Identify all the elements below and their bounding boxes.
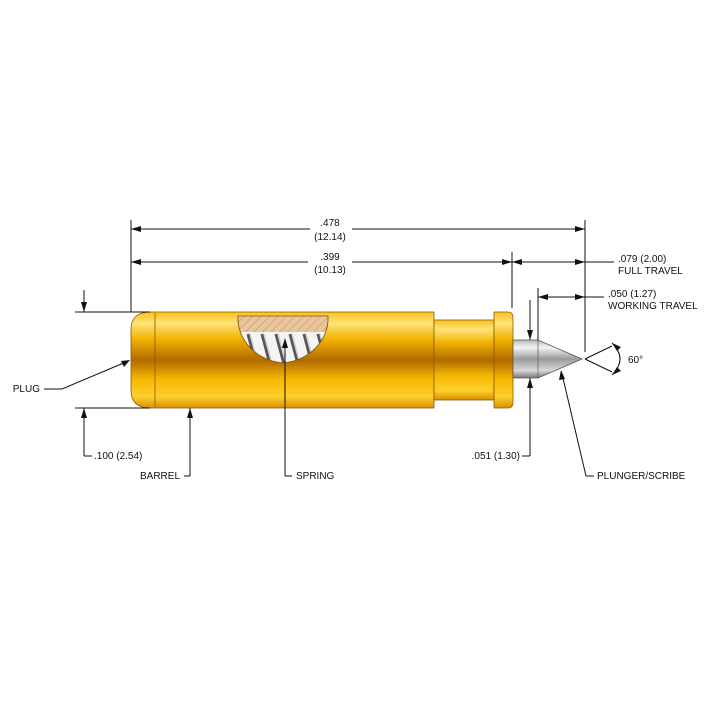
full-travel-value: .079 (2.00) — [618, 254, 666, 265]
plunger-collar — [493, 311, 514, 409]
full-travel-label: FULL TRAVEL — [618, 266, 683, 277]
plunger-leader — [561, 373, 587, 477]
overall-dimension-in: .478 — [320, 218, 340, 229]
plunger-label: PLUNGER/SCRIBE — [597, 471, 686, 482]
plunger-diameter-label: .051 (1.30) — [472, 451, 520, 462]
spring-label: SPRING — [296, 471, 335, 482]
barrel-diameter-label: .100 (2.54) — [94, 451, 142, 462]
plug-label: PLUG — [13, 384, 40, 395]
overall-dimension-mm: (12.14) — [314, 232, 346, 243]
barrel-dimension-mm: (10.13) — [314, 265, 346, 276]
scribe-tip — [512, 339, 584, 379]
barrel-label: BARREL — [140, 471, 180, 482]
barrel-dimension-in: .399 — [320, 252, 340, 263]
plunger-shaft — [433, 319, 495, 401]
plug-leader — [61, 361, 127, 390]
working-travel-value: .050 (1.27) — [608, 289, 656, 300]
tip-angle-label: 60° — [628, 355, 643, 366]
working-travel-label: WORKING TRAVEL — [608, 301, 698, 312]
